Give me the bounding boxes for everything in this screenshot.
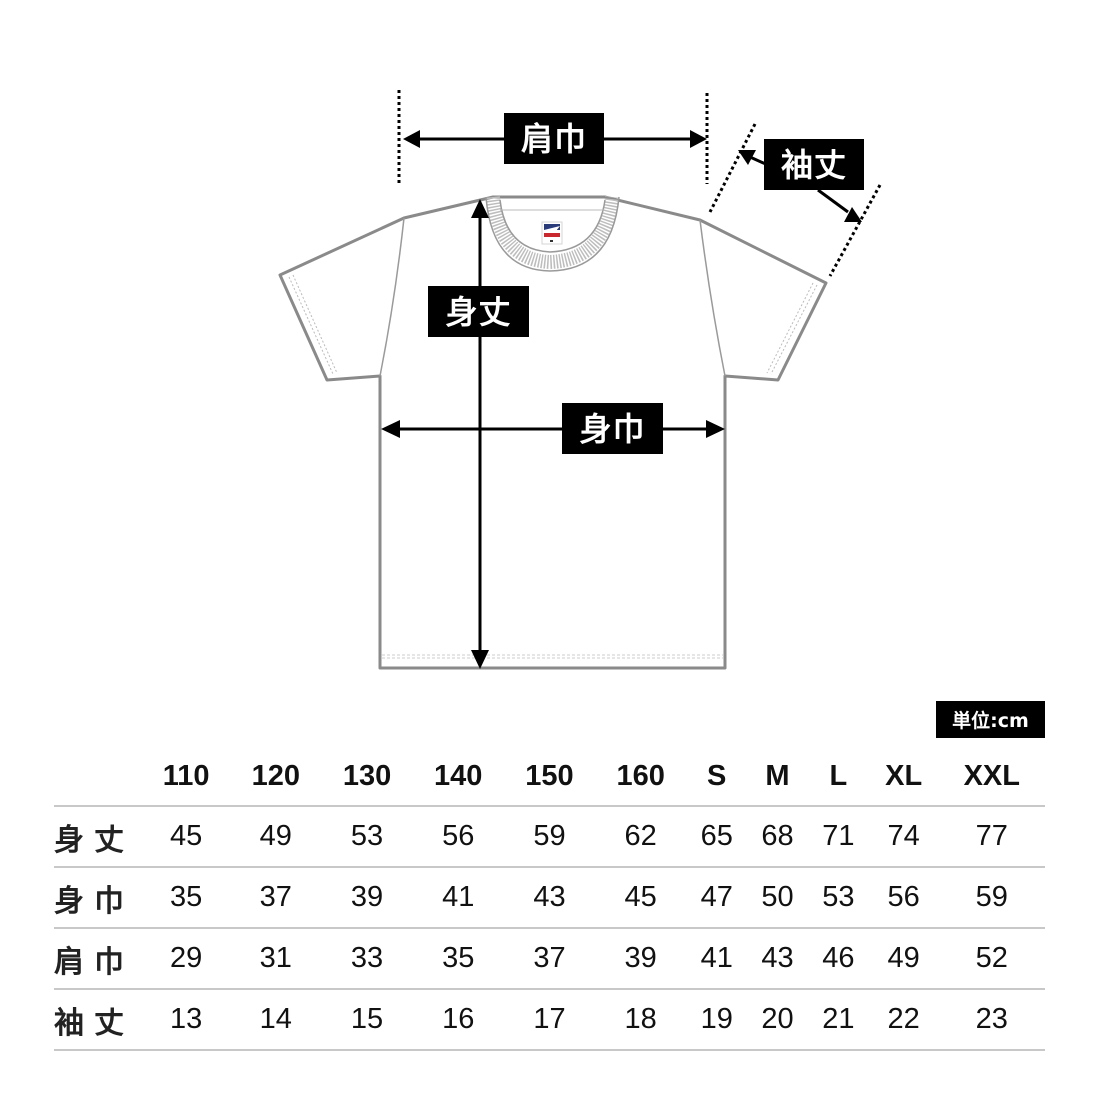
table-cell: 56 [868, 867, 939, 929]
table-cell: 68 [747, 806, 808, 868]
table-cell: 45 [595, 867, 687, 929]
collar [485, 196, 620, 272]
table-row: 身丈 45 49 53 56 59 62 65 68 71 74 77 [54, 806, 1045, 868]
table-cell: 49 [868, 928, 939, 990]
table-cell: 49 [230, 806, 322, 868]
table-cell: 37 [503, 928, 596, 990]
table-cell: 47 [686, 867, 748, 929]
table-cell: 46 [807, 928, 869, 990]
table-cell: 19 [686, 989, 748, 1051]
table-row: 身巾 35 37 39 41 43 45 47 50 53 56 59 [54, 867, 1045, 929]
column-header: 130 [321, 747, 413, 807]
table-cell: 52 [938, 928, 1045, 990]
table-cell: 31 [230, 928, 322, 990]
size-table: 110 120 130 140 150 160 S M L XL XXL 身丈 … [54, 747, 1045, 1051]
tshirt-diagram: 肩巾 袖丈 身丈 身巾 [278, 90, 882, 670]
size-header-row: 110 120 130 140 150 160 S M L XL XXL [54, 747, 1045, 807]
table-cell: 13 [142, 989, 231, 1051]
table-cell: 43 [503, 867, 596, 929]
table-row: 肩巾 29 31 33 35 37 39 41 43 46 49 52 [54, 928, 1045, 990]
table-cell: 35 [412, 928, 504, 990]
table-cell: 21 [807, 989, 869, 1051]
table-cell: 18 [595, 989, 687, 1051]
table-cell: 65 [686, 806, 748, 868]
table-cell: 53 [807, 867, 869, 929]
row-label: 身丈 [54, 806, 142, 868]
column-header: L [807, 747, 869, 807]
column-header: XXL [938, 747, 1045, 807]
row-label: 肩巾 [54, 928, 142, 990]
table-cell: 50 [747, 867, 808, 929]
table-cell: 45 [142, 806, 231, 868]
table-cell: 29 [142, 928, 231, 990]
table-cell: 22 [868, 989, 939, 1051]
column-header: S [686, 747, 748, 807]
table-cell: 23 [938, 989, 1045, 1051]
shoulder-width-label: 肩巾 [504, 113, 604, 164]
table-cell: 56 [412, 806, 504, 868]
table-cell: 16 [412, 989, 504, 1051]
column-header: 140 [412, 747, 504, 807]
body-length-label: 身丈 [428, 286, 529, 337]
table-cell: 37 [230, 867, 322, 929]
row-label: 袖丈 [54, 989, 142, 1051]
table-cell: 74 [868, 806, 939, 868]
table-cell: 15 [321, 989, 413, 1051]
table-cell: 71 [807, 806, 869, 868]
column-header: 120 [230, 747, 322, 807]
table-cell: 33 [321, 928, 413, 990]
unit-badge: 単位:cm [936, 701, 1045, 738]
table-cell: 17 [503, 989, 596, 1051]
column-header: XL [868, 747, 939, 807]
sleeve-length-label: 袖丈 [764, 139, 864, 190]
tshirt-illustration [278, 90, 882, 670]
table-cell: 59 [938, 867, 1045, 929]
column-header: 110 [142, 747, 231, 807]
table-row: 袖丈 13 14 15 16 17 18 19 20 21 22 23 [54, 989, 1045, 1051]
table-cell: 35 [142, 867, 231, 929]
table-cell: 59 [503, 806, 596, 868]
table-cell: 62 [595, 806, 687, 868]
body-width-label: 身巾 [562, 403, 663, 454]
table-cell: 53 [321, 806, 413, 868]
table-cell: 77 [938, 806, 1045, 868]
shirt-outline [278, 195, 828, 670]
table-cell: 43 [747, 928, 808, 990]
table-cell: 39 [595, 928, 687, 990]
column-header: M [747, 747, 808, 807]
column-header: 160 [595, 747, 687, 807]
table-cell: 39 [321, 867, 413, 929]
brand-tag-icon [541, 221, 563, 245]
row-label: 身巾 [54, 867, 142, 929]
table-cell: 20 [747, 989, 808, 1051]
table-cell: 14 [230, 989, 322, 1051]
column-header: 150 [503, 747, 596, 807]
corner-cell [54, 747, 142, 807]
table-cell: 41 [686, 928, 748, 990]
table-cell: 41 [412, 867, 504, 929]
